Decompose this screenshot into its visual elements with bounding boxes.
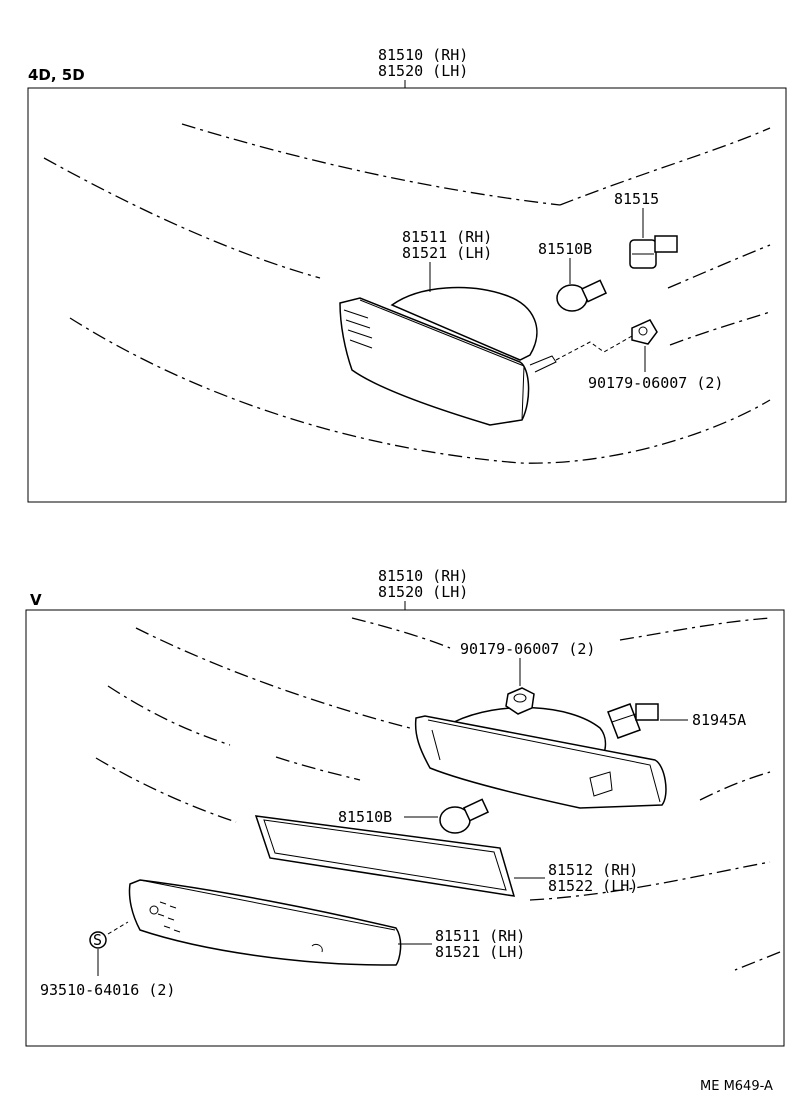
top-body-line-3 bbox=[43, 157, 321, 279]
top-bulb bbox=[556, 279, 608, 312]
bottom-body-line-7 bbox=[699, 771, 771, 801]
top-assembly-rh-label: 81510 (RH) bbox=[378, 46, 468, 64]
bottom-nut bbox=[505, 687, 535, 715]
top-lens-pattern bbox=[343, 309, 373, 349]
top-body-line-4 bbox=[667, 244, 771, 289]
top-assembly-lh-label: 81520 (LH) bbox=[378, 62, 468, 80]
bottom-lens-lh-label: 81521 (LH) bbox=[435, 943, 525, 961]
top-body-line-1 bbox=[181, 123, 561, 206]
top-socket bbox=[629, 235, 678, 269]
bottom-screw-label: 93510-64016 (2) bbox=[40, 981, 175, 999]
top-lens-rim bbox=[359, 299, 525, 421]
top-section-label: 4D, 5D bbox=[28, 66, 85, 84]
bottom-body-line-9 bbox=[734, 951, 781, 971]
top-socket-label: 81515 bbox=[614, 190, 659, 208]
top-nut-label: 90179-06007 (2) bbox=[588, 374, 723, 392]
bottom-body-line-6 bbox=[95, 757, 237, 823]
bottom-nut-label: 90179-06007 (2) bbox=[460, 640, 595, 658]
bottom-gasket bbox=[254, 815, 516, 897]
bottom-lamp-lens bbox=[414, 715, 667, 809]
bottom-gasket-rh-label: 81512 (RH) bbox=[548, 861, 638, 879]
top-lamp-housing bbox=[390, 286, 538, 361]
bottom-body-line-8 bbox=[529, 861, 771, 901]
bottom-lens-rh-label: 81511 (RH) bbox=[435, 927, 525, 945]
top-panel-frame bbox=[27, 87, 787, 503]
top-body-line-5 bbox=[669, 311, 771, 346]
bottom-bulb bbox=[439, 798, 490, 834]
bottom-assembly-rh-label: 81510 (RH) bbox=[378, 567, 468, 585]
bottom-body-line-1 bbox=[351, 617, 451, 649]
top-nut bbox=[631, 319, 658, 345]
top-bulb-label: 81510B bbox=[538, 240, 592, 258]
bottom-lamp-rim bbox=[427, 719, 661, 803]
top-panel: 4D, 5D 81510 (RH) 81520 (LH) 81511 (RH) … bbox=[27, 46, 787, 503]
top-nut-dashed-leader bbox=[555, 335, 633, 361]
top-lens-lh-label: 81521 (LH) bbox=[402, 244, 492, 262]
bottom-bulb-label: 81510B bbox=[338, 808, 392, 826]
top-body-line-6 bbox=[69, 317, 771, 464]
bottom-screw-dashed-leader bbox=[107, 921, 129, 935]
bottom-gasket-lh-label: 81522 (LH) bbox=[548, 877, 638, 895]
bottom-screw: S bbox=[89, 931, 107, 949]
top-lamp-tab bbox=[529, 355, 557, 373]
bottom-body-line-5 bbox=[275, 756, 361, 781]
bottom-socket-label: 81945A bbox=[692, 711, 746, 729]
bottom-panel: V 81510 (RH) 81520 (LH) 90179-06007 (2) bbox=[25, 567, 785, 1047]
bottom-lens bbox=[128, 879, 402, 966]
bottom-body-line-2 bbox=[619, 617, 771, 641]
top-lens bbox=[339, 297, 530, 426]
bottom-body-line-3 bbox=[135, 627, 411, 729]
bottom-assembly-lh-label: 81520 (LH) bbox=[378, 583, 468, 601]
bottom-socket bbox=[607, 703, 659, 739]
top-body-line-2 bbox=[559, 127, 771, 206]
bottom-screw-symbol: S bbox=[93, 931, 102, 949]
top-lens-rh-label: 81511 (RH) bbox=[402, 228, 492, 246]
footer-code: ME M649-A bbox=[700, 1079, 773, 1094]
bottom-lamp-detail bbox=[431, 729, 613, 797]
bottom-body-line-4 bbox=[107, 685, 231, 746]
bottom-section-label: V bbox=[30, 591, 42, 609]
